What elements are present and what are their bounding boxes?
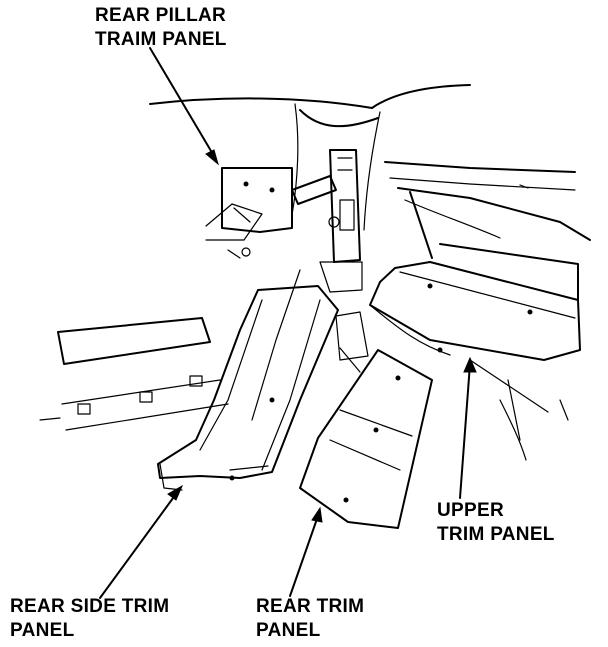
rear-pillar-trim-panel-label: REAR PILLAR TRAIM PANEL [95,4,227,52]
rear-pillar-label-line2: TRAIM PANEL [95,29,227,50]
rear-trim-panel-label: REAR TRIM PANEL [256,595,364,643]
bolt-icon [269,187,275,193]
arrow-head-icon [463,356,477,373]
arrow-head-icon [311,506,323,523]
rear-side-trim-panel [157,285,339,491]
rear-trim-label-line2: PANEL [256,620,321,641]
sill-strip [39,317,229,431]
rear-window-frame [384,161,591,241]
clip-icon [427,283,433,289]
clip-icon [437,347,443,353]
clip-icon [189,375,203,387]
rear-side-trim-label-line2: PANEL [10,620,75,641]
rear-pillar-trim-panel [205,167,293,259]
clip-icon [139,391,153,403]
body-details [251,269,569,461]
rear-trim-panel [299,349,433,529]
clip-icon [77,403,91,415]
leader-lines [99,47,477,599]
clip-icon [395,375,401,381]
rear-pillar-label-line1: REAR PILLAR [95,5,227,26]
rear-side-trim-label-line1: REAR SIDE TRIM [10,596,170,617]
clip-icon [527,309,533,315]
bolt-icon [243,181,249,187]
upper-trim-label-line1: UPPER [437,500,504,521]
seat-belt-bracket [291,149,363,293]
bolt-icon [229,475,235,481]
upper-trim-label-line2: TRIM PANEL [437,524,555,545]
arrow-head-icon [205,149,219,166]
upper-trim-panel-label: UPPER TRIM PANEL [437,499,555,547]
bolt-icon [269,397,275,403]
rear-side-trim-panel-label: REAR SIDE TRIM PANEL [10,595,169,643]
roof-outline [149,84,471,231]
clip-icon [373,427,379,433]
arrow-head-icon [167,484,184,501]
clip-icon [343,497,349,503]
upper-trim-panel [369,243,581,441]
clip-icon [241,247,251,257]
rear-trim-label-line1: REAR TRIM [256,596,365,617]
